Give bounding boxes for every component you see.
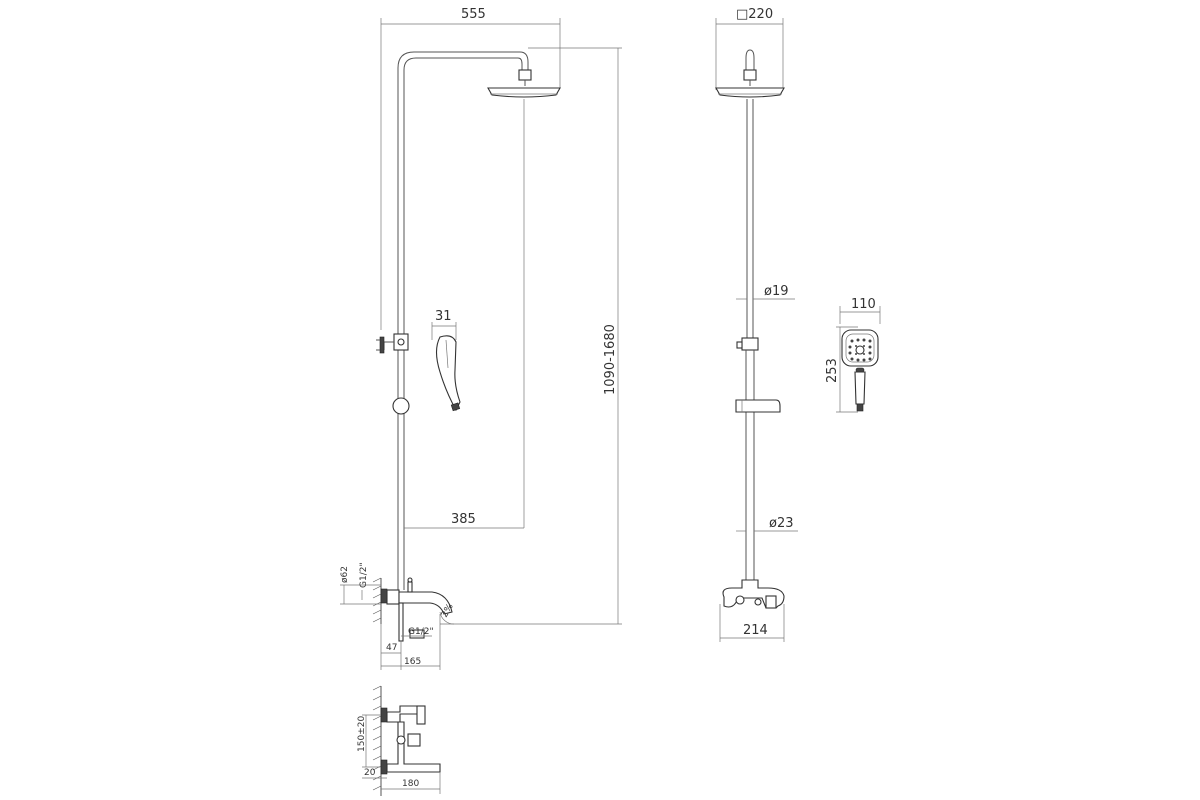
dim-head-square: □220 [736,7,773,22]
dim-150: 150±20 [357,716,367,752]
dim-pipe-lower: ø23 [769,516,794,531]
dim-flange: ø62 [340,566,350,583]
dim-pipe-upper: ø19 [764,284,789,299]
dim-110: 110 [851,297,876,312]
dim-thread-lower: G1/2" [408,627,434,637]
dim-20: 20 [364,768,376,778]
dim-253: 253 [825,358,840,383]
dim-214: 214 [743,623,768,638]
top-view: 150±20 20 180 [357,685,441,796]
dim-180: 180 [402,779,419,789]
side-view: 555 385 31 [340,7,622,670]
dim-555: 555 [461,7,486,22]
dim-thread-upper: G1/2" [359,562,369,588]
dim-165: 165 [404,657,421,667]
dim-31: 31 [435,309,452,324]
dim-47: 47 [386,643,397,653]
hand-shower-view: 110 253 [825,297,881,413]
dim-1090-1680: 1090-1680 [603,324,618,395]
front-view: □220 ø19 ø23 [715,7,798,642]
dim-385: 385 [451,512,476,527]
